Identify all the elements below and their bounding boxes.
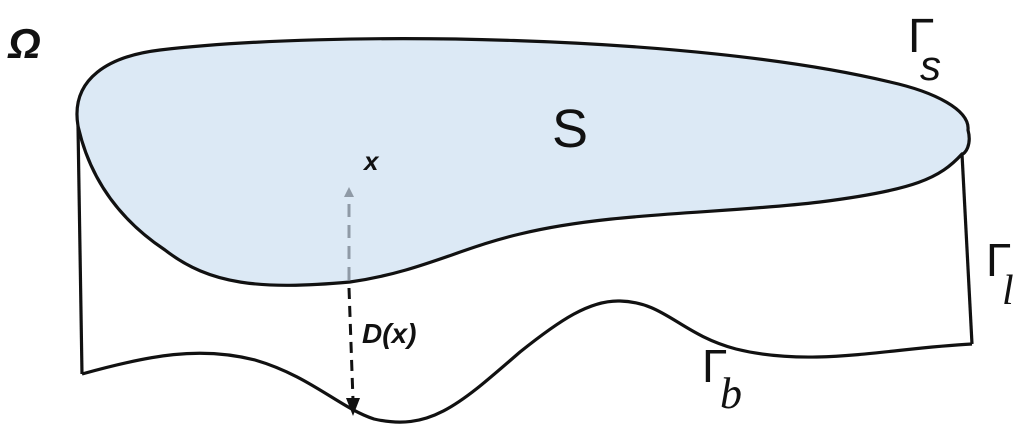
svg-text:Γ: Γ <box>702 340 727 392</box>
svg-text:s: s <box>920 42 941 89</box>
depth-arrowhead <box>346 398 360 416</box>
surface-region-s <box>75 37 971 287</box>
depth-arrow <box>347 287 355 401</box>
point-label-x: x <box>362 146 380 176</box>
left-wall <box>76 125 84 375</box>
svg-text:l: l <box>1002 268 1014 314</box>
bottom-boundary-gamma-b <box>81 299 973 424</box>
right-wall <box>960 153 974 345</box>
gamma-b-label: Γ b <box>702 340 742 418</box>
svg-text:b: b <box>720 369 742 418</box>
gamma-l-label: Γ l <box>986 234 1014 314</box>
svg-text:Γ: Γ <box>986 234 1011 286</box>
svg-text:Γ: Γ <box>908 10 934 63</box>
depth-label: D(x) <box>362 318 416 349</box>
gamma-s-label: Γ s <box>908 10 941 89</box>
surface-label-s: S <box>552 99 588 159</box>
domain-label-omega: Ω <box>7 20 41 67</box>
